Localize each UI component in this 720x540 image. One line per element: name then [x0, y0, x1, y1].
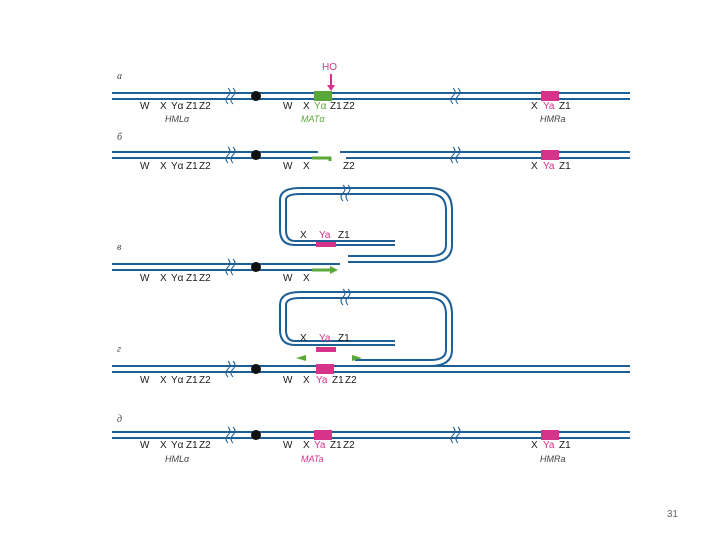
- svg-text:X: X: [160, 375, 167, 386]
- mat-yalpha-box-a: [314, 91, 332, 101]
- svg-text:Z1: Z1: [338, 230, 350, 241]
- svg-text:Z1: Z1: [186, 375, 198, 386]
- svg-text:W: W: [283, 375, 293, 386]
- svg-text:X: X: [160, 161, 167, 172]
- svg-text:X: X: [531, 440, 538, 451]
- locus-mat-alpha: MATα: [301, 114, 325, 124]
- hmr-ya-box-a: [541, 91, 559, 101]
- svg-text:X: X: [303, 161, 310, 172]
- svg-text:W: W: [140, 440, 150, 451]
- svg-text:Ya: Ya: [543, 161, 555, 172]
- svg-text:W: W: [140, 101, 150, 112]
- svg-text:X: X: [300, 230, 307, 241]
- svg-text:Z2: Z2: [199, 273, 211, 284]
- svg-text:W: W: [140, 161, 150, 172]
- svg-text:X: X: [160, 101, 167, 112]
- svg-text:Z2: Z2: [343, 101, 355, 112]
- svg-text:Z1: Z1: [559, 440, 571, 451]
- svg-text:Yα: Yα: [171, 101, 184, 112]
- svg-text:Yα: Yα: [171, 440, 184, 451]
- svg-text:X: X: [303, 273, 310, 284]
- mat-ya-box-e: [314, 430, 332, 440]
- svg-text:Z1: Z1: [559, 161, 571, 172]
- svg-text:Yα: Yα: [171, 161, 184, 172]
- svg-text:Ya: Ya: [543, 101, 555, 112]
- donor-ya-c: [316, 242, 336, 247]
- svg-text:Z2: Z2: [343, 161, 355, 172]
- panel-label-b: б: [117, 132, 123, 143]
- svg-text:W: W: [283, 440, 293, 451]
- centromere-a: [251, 91, 261, 101]
- svg-text:Z1: Z1: [332, 375, 344, 386]
- svg-text:W: W: [283, 101, 293, 112]
- svg-text:Yα: Yα: [171, 375, 184, 386]
- loop-outer-d: [279, 291, 453, 367]
- slide-number: 31: [666, 509, 678, 520]
- svg-text:Ya: Ya: [319, 333, 331, 344]
- svg-text:W: W: [140, 375, 150, 386]
- svg-text:Z2: Z2: [343, 440, 355, 451]
- svg-text:Yα: Yα: [314, 101, 327, 112]
- svg-text:Z2: Z2: [199, 440, 211, 451]
- loop-outer-c: [279, 187, 453, 263]
- panel-label-c: в: [117, 242, 122, 253]
- panel-label-a: a: [117, 71, 122, 82]
- svg-text:W: W: [283, 161, 293, 172]
- svg-text:Yα: Yα: [171, 273, 184, 284]
- svg-text:Ya: Ya: [543, 440, 555, 451]
- svg-text:Z1: Z1: [186, 101, 198, 112]
- svg-text:Z1: Z1: [186, 161, 198, 172]
- svg-text:X: X: [160, 440, 167, 451]
- panel-label-e: д: [117, 414, 122, 425]
- svg-text:HMLα: HMLα: [165, 454, 190, 464]
- svg-text:Ya: Ya: [314, 440, 326, 451]
- svg-text:X: X: [303, 101, 310, 112]
- locus-hml: HMLα: [165, 114, 190, 124]
- svg-text:Z2: Z2: [199, 101, 211, 112]
- svg-text:X: X: [300, 333, 307, 344]
- svg-text:Ya: Ya: [319, 230, 331, 241]
- svg-text:Z2: Z2: [345, 375, 357, 386]
- svg-text:Z1: Z1: [559, 101, 571, 112]
- svg-text:Z1: Z1: [186, 273, 198, 284]
- svg-text:X: X: [303, 440, 310, 451]
- locus-mat-a: MATa: [301, 454, 324, 464]
- svg-text:W: W: [140, 273, 150, 284]
- svg-text:X: X: [531, 161, 538, 172]
- row-b: б W X Yα Z1 Z2 W X Z2 X Ya Z1: [112, 132, 630, 172]
- svg-text:X: X: [303, 375, 310, 386]
- row-a: a HO W X Yα Z1 Z2 HMLα W X Yα Z1 Z2 MATα…: [112, 62, 630, 124]
- svg-text:X: X: [160, 273, 167, 284]
- svg-text:W: W: [283, 273, 293, 284]
- row-d: X Ya Z1 г W X Yα Z1 Z2 W X Ya Z1 Z2: [112, 288, 630, 386]
- svg-text:Z2: Z2: [199, 375, 211, 386]
- svg-text:Z1: Z1: [338, 333, 350, 344]
- ho-label: HO: [322, 62, 337, 73]
- svg-text:Z2: Z2: [199, 161, 211, 172]
- svg-text:Z1: Z1: [186, 440, 198, 451]
- panel-label-d: г: [117, 344, 121, 355]
- locus-hmr: HMRa: [540, 114, 566, 124]
- resected-end-b: [312, 156, 332, 161]
- svg-text:Z1: Z1: [330, 440, 342, 451]
- break-mark-a: [225, 87, 231, 105]
- svg-text:X: X: [531, 101, 538, 112]
- new-ya-d: [316, 364, 334, 374]
- row-e: д W X Yα Z1 Z2 HMLα W X Ya Z1 Z2 MATa X …: [112, 414, 630, 464]
- row-c: X Ya Z1 в W X Yα Z1 Z2 W X: [112, 184, 453, 284]
- svg-text:HMRa: HMRa: [540, 454, 566, 464]
- svg-text:Z1: Z1: [330, 101, 342, 112]
- svg-text:Ya: Ya: [316, 375, 328, 386]
